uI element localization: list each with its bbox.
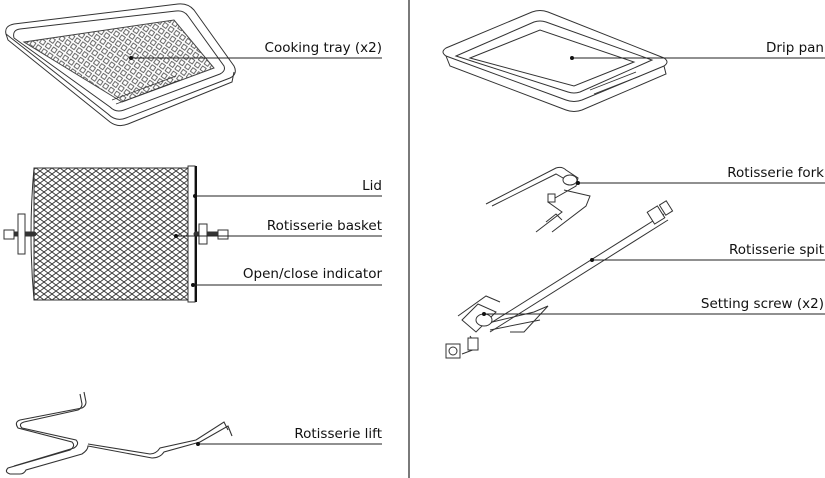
drip-pan-illustration [442,10,668,112]
cooking-tray-dot [129,56,133,60]
cooking-tray-illustration [5,3,236,127]
drip-pan-label: Drip pan [766,40,824,56]
open-close-indicator-dot [191,283,195,287]
setting-screw-dot [482,312,486,316]
lid-label: Lid [362,178,382,194]
rotisserie-spit-label: Rotisserie spit [729,242,824,258]
rotisserie-lift-dot [196,442,200,446]
drip-pan-dot [570,56,574,60]
rotisserie-lift-illustration [5,391,233,475]
rotisserie-basket-label: Rotisserie basket [266,218,382,234]
rotisserie-basket-dot [174,234,178,238]
lid-dot [193,194,197,198]
setting-screw-label: Setting screw (x2) [700,296,824,312]
rotisserie-fork-label: Rotisserie fork [727,165,824,181]
cooking-tray-label: Cooking tray (x2) [264,40,382,56]
rotisserie-fork-illustration [485,166,591,233]
rotisserie-spit-dot [590,258,594,262]
rotisserie-fork-dot [576,181,580,185]
rotisserie-basket-illustration [3,165,229,303]
open-close-indicator-label: Open/close indicator [242,266,382,282]
rotisserie-lift-label: Rotisserie lift [294,426,382,442]
rotisserie-spit-illustration [445,200,674,359]
